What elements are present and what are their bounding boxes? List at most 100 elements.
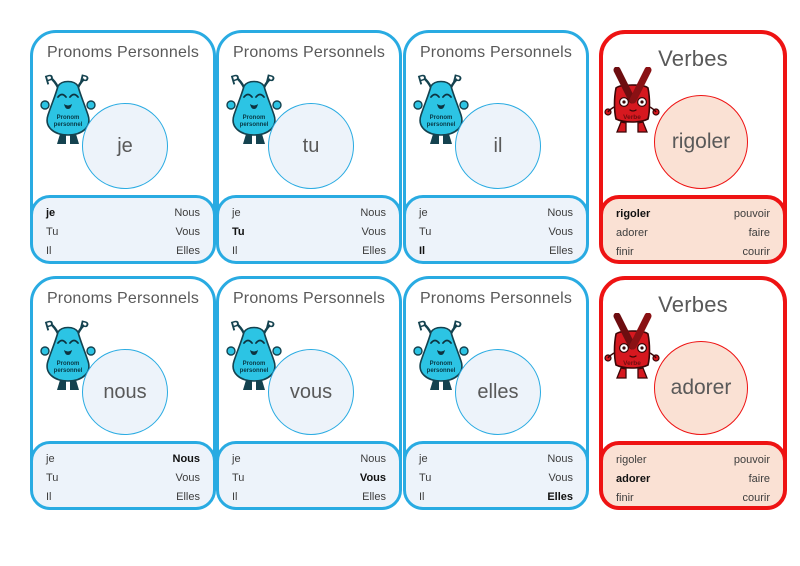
word-list-item: je <box>232 453 241 465</box>
word-list-item: Tu <box>46 472 59 484</box>
circle-word: je <box>117 134 133 157</box>
word-list-item: Elles <box>176 245 200 257</box>
circle-word: adorer <box>670 376 732 399</box>
circle-word: nous <box>103 380 147 403</box>
word-circle: nous <box>82 349 168 435</box>
word-list-item: Il <box>232 245 238 257</box>
word-list-item: Vous <box>175 226 200 238</box>
mascot-label-line2: personnel <box>240 122 269 128</box>
card-title: Pronoms Personnels <box>232 44 386 61</box>
word-list-item: Tu <box>232 472 245 484</box>
word-list-item: Nous <box>172 453 201 465</box>
pronoun-monster-icon: P P Pronom personnel <box>226 317 282 390</box>
antenna-p-left: P <box>229 71 242 88</box>
mascot-label-line2: personnel <box>54 122 83 128</box>
word-list-item: Tu <box>419 226 432 238</box>
flashcard: Pronoms Personnels P P Pronom personnel … <box>30 276 216 510</box>
verb-monster-icon: Verbe <box>604 66 660 133</box>
mascot: P P Pronom personnel <box>412 317 470 397</box>
card-title: Pronoms Personnels <box>46 44 200 61</box>
word-list-item: adorer <box>616 227 648 239</box>
circle-word: elles <box>477 380 519 403</box>
flashcard: Pronoms Personnels P P Pronom personnel … <box>30 30 216 264</box>
antenna-p-right: P <box>451 317 463 334</box>
mascot-label-line1: Pronom <box>243 361 266 367</box>
mascot: P P Pronom personnel <box>39 71 97 151</box>
word-list-item: finir <box>616 246 634 258</box>
word-list-item: Tu <box>419 472 432 484</box>
word-list-item: Vous <box>361 226 386 238</box>
mascot: P P Pronom personnel <box>225 71 283 151</box>
word-list-item: je <box>46 453 55 465</box>
word-list-item: Il <box>419 245 426 257</box>
word-list-item: je <box>232 207 241 219</box>
pronoun-monster-icon: P P Pronom personnel <box>40 71 96 144</box>
word-list-item: faire <box>748 473 770 485</box>
pronoun-monster-icon: P P Pronom personnel <box>40 317 96 390</box>
circle-word: vous <box>289 380 333 403</box>
card-title: Pronoms Personnels <box>419 44 573 61</box>
verb-monster-icon: Verbe <box>604 312 660 379</box>
word-list-item: Vous <box>359 472 386 484</box>
word-list-item: Nous <box>360 207 386 219</box>
word-list-item: Elles <box>176 491 200 503</box>
word-list-item: faire <box>748 227 770 239</box>
word-list-item: Il <box>46 245 52 257</box>
word-list-item: adorer <box>616 473 651 485</box>
word-list-item: je <box>419 453 428 465</box>
antenna-p-left: P <box>43 317 56 334</box>
word-list-item: Il <box>419 491 425 503</box>
word-list-item: Nous <box>547 207 573 219</box>
flashcard: Pronoms Personnels P P Pronom personnel … <box>403 30 589 264</box>
word-list-item: Elles <box>362 245 386 257</box>
mascot: P P Pronom personnel <box>225 317 283 397</box>
pronoun-monster-icon: P P Pronom personnel <box>226 71 282 144</box>
word-list-item: Vous <box>175 472 200 484</box>
circle-word: tu <box>302 134 320 157</box>
mascot-label-line1: Pronom <box>430 115 453 121</box>
mascot-label: Verbe <box>623 360 641 367</box>
word-list-item: finir <box>616 492 634 504</box>
word-circle: elles <box>455 349 541 435</box>
word-circle: vous <box>268 349 354 435</box>
word-list-item: Il <box>232 491 238 503</box>
antenna-p-right: P <box>451 71 463 88</box>
word-list-item: Elles <box>362 491 386 503</box>
mascot-label-line2: personnel <box>427 368 456 374</box>
word-list-item: Tu <box>46 226 59 238</box>
card-title: Verbes <box>658 292 728 317</box>
card-title: Pronoms Personnels <box>419 290 573 307</box>
pronoun-monster-icon: P P Pronom personnel <box>413 317 469 390</box>
word-list-item: Vous <box>548 472 573 484</box>
mascot: Verbe <box>604 66 662 147</box>
mascot-label: Verbe <box>623 114 641 121</box>
word-list-item: je <box>419 207 428 219</box>
word-list-item: Nous <box>174 207 200 219</box>
word-list-item: pouvoir <box>733 454 770 466</box>
flashcard: Pronoms Personnels P P Pronom personnel … <box>216 30 402 264</box>
word-circle: je <box>82 103 168 189</box>
mascot-label-line2: personnel <box>54 368 83 374</box>
card-title: Pronoms Personnels <box>232 290 386 307</box>
mascot-label-line1: Pronom <box>57 361 80 367</box>
word-list-item: je <box>46 207 56 219</box>
word-circle: il <box>455 103 541 189</box>
antenna-p-left: P <box>416 71 429 88</box>
